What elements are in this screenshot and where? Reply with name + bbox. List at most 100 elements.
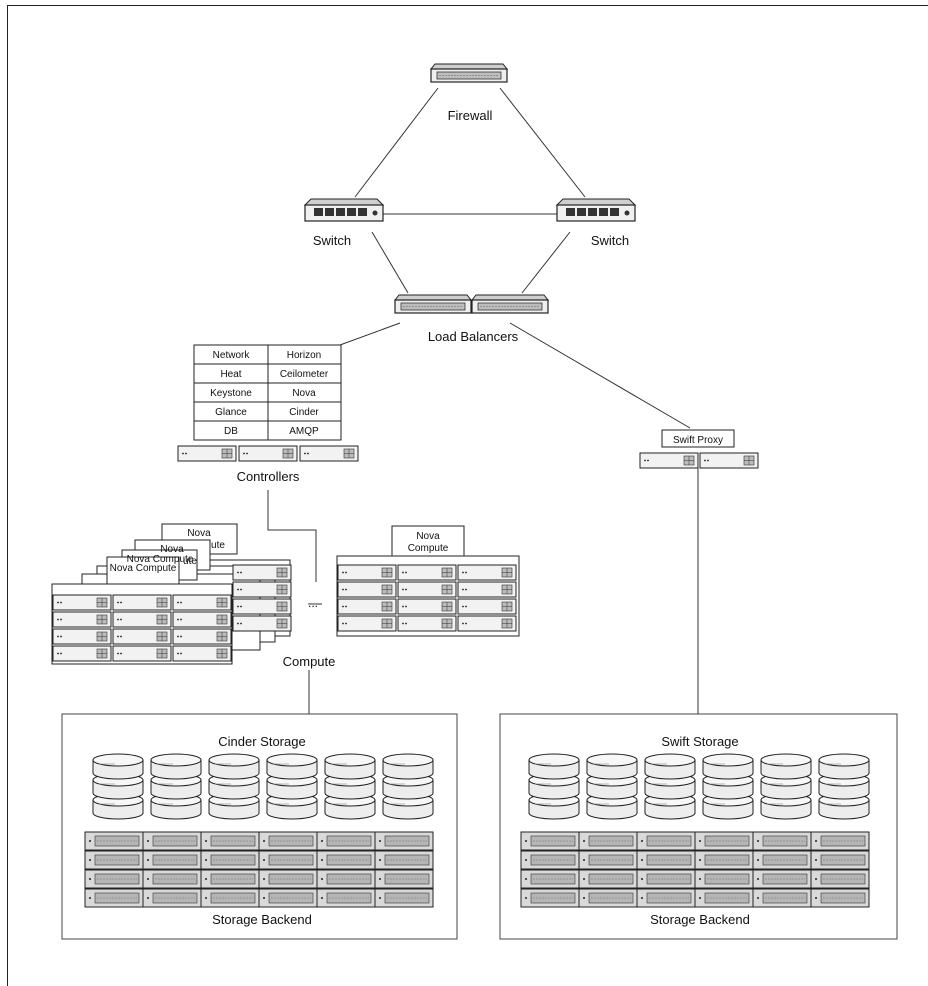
- swift-backend-label: Storage Backend: [650, 912, 750, 927]
- controller-service: Ceilometer: [280, 369, 329, 380]
- storage-server-icon: [636, 869, 696, 889]
- storage-server-icon: [752, 869, 812, 889]
- compute-tab-fragment: ute: [211, 540, 225, 551]
- switch-right-label: Switch: [591, 233, 629, 248]
- storage-server-icon: [374, 869, 434, 889]
- storage-server-icon: [520, 831, 580, 851]
- disk-icon: [528, 753, 580, 780]
- compute-right-tab-line2: Compute: [408, 543, 449, 554]
- storage-server-icon: [636, 850, 696, 870]
- storage-server-icon: [694, 888, 754, 908]
- storage-server-icon: [84, 831, 144, 851]
- connection-lines: [267, 87, 699, 714]
- storage-server-icon: [258, 888, 318, 908]
- storage-server-icon: [810, 831, 870, 851]
- compute-label: Compute: [283, 654, 336, 669]
- storage-server-icon: [258, 850, 318, 870]
- storage-server-icon: [200, 831, 260, 851]
- controller-service: Network: [213, 350, 251, 361]
- swift-storage-title: Swift Storage: [661, 734, 738, 749]
- load-balancers-label: Load Balancers: [428, 329, 519, 344]
- switch-left: [304, 198, 384, 222]
- compute-right-tab-line1: Nova: [416, 531, 440, 542]
- disk-icon: [382, 753, 434, 780]
- disk-icon: [92, 753, 144, 780]
- page-frame: [7, 5, 928, 986]
- storage-server-icon: [84, 850, 144, 870]
- storage-server-icon: [694, 850, 754, 870]
- storage-server-icon: [694, 831, 754, 851]
- storage-server-icon: [374, 850, 434, 870]
- storage-server-icon: [316, 850, 376, 870]
- storage-server-icon: [142, 850, 202, 870]
- storage-server-icon: [316, 869, 376, 889]
- storage-server-icon: [578, 869, 638, 889]
- controllers-label: Controllers: [237, 469, 300, 484]
- storage-server-icon: [520, 869, 580, 889]
- disk-icon: [702, 753, 754, 780]
- compute-tab-label: Nova Compute: [127, 554, 194, 565]
- compute-tab-label: Nova: [160, 544, 184, 555]
- cinder-storage-title: Cinder Storage: [218, 734, 305, 749]
- storage-server-icon: [636, 831, 696, 851]
- compute-dash: ...: [308, 596, 318, 610]
- swift-proxy-label: Swift Proxy: [673, 435, 723, 446]
- controller-service: AMQP: [289, 426, 319, 437]
- controller-service: Cinder: [289, 407, 319, 418]
- swift-proxy: [639, 429, 759, 469]
- storage-server-icon: [142, 888, 202, 908]
- storage-server-icon: [810, 888, 870, 908]
- storage-server-icon: [810, 850, 870, 870]
- controller-service: Keystone: [210, 388, 252, 399]
- compute-tab-label: Nova: [187, 528, 211, 539]
- storage-server-icon: [752, 888, 812, 908]
- load-balancer-1: [394, 294, 472, 314]
- controller-service: Glance: [215, 407, 247, 418]
- storage-server-icon: [200, 869, 260, 889]
- disk-icon: [324, 753, 376, 780]
- controller-servers: [177, 445, 359, 462]
- switch-left-label: Switch: [313, 233, 351, 248]
- cinder-backend-label: Storage Backend: [212, 912, 312, 927]
- storage-server-icon: [84, 869, 144, 889]
- disk-icon: [150, 753, 202, 780]
- storage-server-icon: [636, 888, 696, 908]
- controller-services-table: Network Horizon Heat Ceilometer Keystone…: [193, 344, 342, 441]
- storage-server-icon: [810, 869, 870, 889]
- controller-service: Nova: [292, 388, 316, 399]
- firewall-label: Firewall: [448, 108, 493, 123]
- storage-server-icon: [752, 831, 812, 851]
- storage-server-icon: [84, 888, 144, 908]
- switch-right: [556, 198, 636, 222]
- storage-server-icon: [374, 831, 434, 851]
- controller-service: Horizon: [287, 350, 321, 361]
- disk-icon: [586, 753, 638, 780]
- compute-tab-label: Nova Compute: [110, 563, 177, 574]
- disk-icon: [818, 753, 870, 780]
- storage-server-icon: [578, 850, 638, 870]
- storage-server-icon: [694, 869, 754, 889]
- compute-rack-front: [51, 583, 233, 665]
- controller-service: Heat: [220, 369, 241, 380]
- storage-server-icon: [258, 869, 318, 889]
- storage-server-icon: [258, 831, 318, 851]
- swift-storage-backend-array: [520, 831, 870, 908]
- controller-service: DB: [224, 426, 238, 437]
- storage-server-icon: [374, 888, 434, 908]
- storage-server-icon: [316, 831, 376, 851]
- storage-server-icon: [200, 888, 260, 908]
- disk-icon: [208, 753, 260, 780]
- storage-server-icon: [578, 831, 638, 851]
- storage-server-icon: [752, 850, 812, 870]
- compute-tab-fragment: ute: [183, 556, 197, 567]
- storage-server-icon: [520, 888, 580, 908]
- disk-icon: [266, 753, 318, 780]
- load-balancer-2: [471, 294, 549, 314]
- storage-server-icon: [316, 888, 376, 908]
- disk-icon: [760, 753, 812, 780]
- storage-server-icon: [200, 850, 260, 870]
- disk-icon: [644, 753, 696, 780]
- storage-server-icon: [142, 831, 202, 851]
- storage-server-icon: [578, 888, 638, 908]
